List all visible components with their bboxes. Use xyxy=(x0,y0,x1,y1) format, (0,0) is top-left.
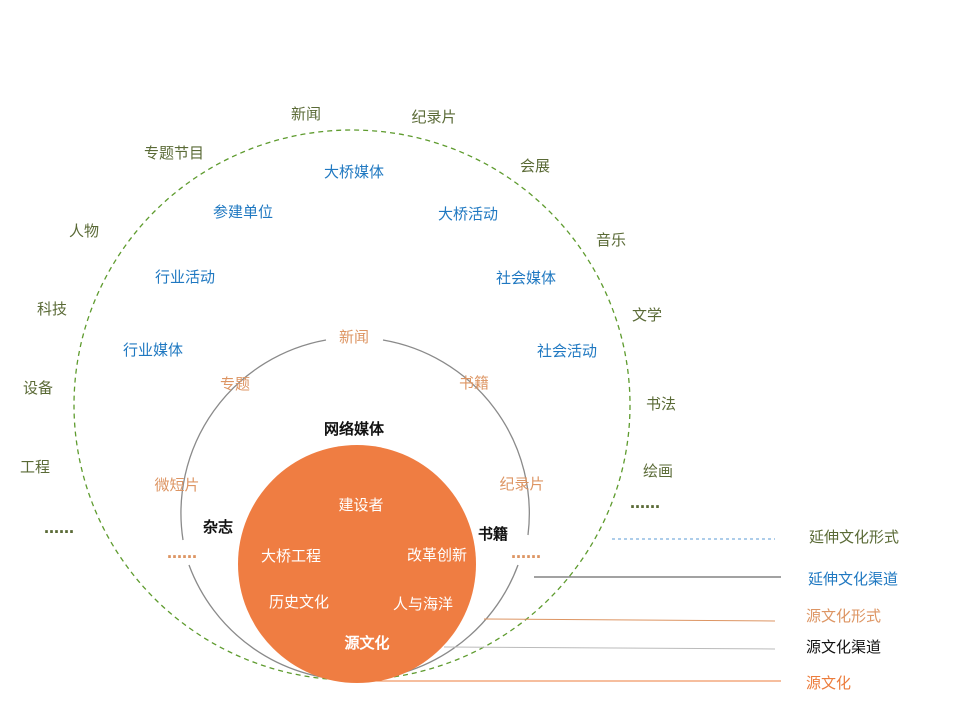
channel-label-industry-media: 行业媒体 xyxy=(123,341,183,359)
form-label-micro-film: 微短片 xyxy=(154,476,199,494)
inner-arc-left-upper xyxy=(180,339,327,541)
inner-arc-right-upper xyxy=(382,339,530,536)
form-label-documentary: 纪录片 xyxy=(499,475,544,493)
outer-label-technology: 科技 xyxy=(37,300,67,318)
outer-label-engineering: 工程 xyxy=(20,458,50,476)
outer-label-literature: 文学 xyxy=(632,306,662,324)
channel-label-social-activities: 社会活动 xyxy=(537,342,597,360)
outer-label-music: 音乐 xyxy=(596,231,626,249)
channel-label-social-media: 社会媒体 xyxy=(496,269,556,287)
channel-label-bridge-activities: 大桥活动 xyxy=(438,205,498,223)
form-label-special: 专题 xyxy=(220,375,250,393)
core-label-bridge-project: 大桥工程 xyxy=(261,547,321,565)
core-label-reform-innovation: 改革创新 xyxy=(407,546,467,564)
legend-label-source-channel: 源文化渠道 xyxy=(806,638,881,656)
outer-label-exhibition: 会展 xyxy=(520,157,550,175)
legend-line-source-channel xyxy=(443,646,776,650)
outer-label-ellipsis-right: …… xyxy=(630,494,660,512)
form-label-ellipsis-right: …… xyxy=(511,544,541,562)
core-circle xyxy=(238,445,476,683)
outer-label-people: 人物 xyxy=(69,222,99,240)
form-label-ellipsis-left: …… xyxy=(167,544,197,562)
core-label-people-ocean: 人与海洋 xyxy=(393,595,453,613)
legend-label-source-form: 源文化形式 xyxy=(806,607,881,625)
legend-label-extended-form: 延伸文化形式 xyxy=(809,528,899,546)
legend-line-source-form xyxy=(483,618,776,622)
outer-label-painting: 绘画 xyxy=(643,462,673,480)
form-label-books: 书籍 xyxy=(459,374,489,392)
form-label-news: 新闻 xyxy=(339,328,369,346)
source-channel-books: 书籍 xyxy=(478,525,508,543)
channel-label-bridge-media: 大桥媒体 xyxy=(324,163,384,181)
outer-label-equipment: 设备 xyxy=(23,379,53,397)
source-channel-network-media: 网络媒体 xyxy=(324,420,385,438)
legend-label-source-culture: 源文化 xyxy=(806,674,851,692)
core-title-source-culture: 源文化 xyxy=(344,634,389,652)
outer-label-calligraphy: 书法 xyxy=(646,395,676,413)
legend-label-extended-channel: 延伸文化渠道 xyxy=(808,570,898,588)
outer-label-news: 新闻 xyxy=(291,105,321,123)
channel-label-builders: 参建单位 xyxy=(213,203,273,221)
core-label-builders: 建设者 xyxy=(338,496,383,514)
outer-label-special-program: 专题节目 xyxy=(144,144,204,162)
source-channel-magazine: 杂志 xyxy=(203,518,233,536)
channel-label-industry-activities: 行业活动 xyxy=(155,268,215,286)
core-label-history-culture: 历史文化 xyxy=(269,593,329,611)
outer-label-ellipsis-left: …… xyxy=(44,519,74,537)
outer-label-documentary: 纪录片 xyxy=(411,108,456,126)
